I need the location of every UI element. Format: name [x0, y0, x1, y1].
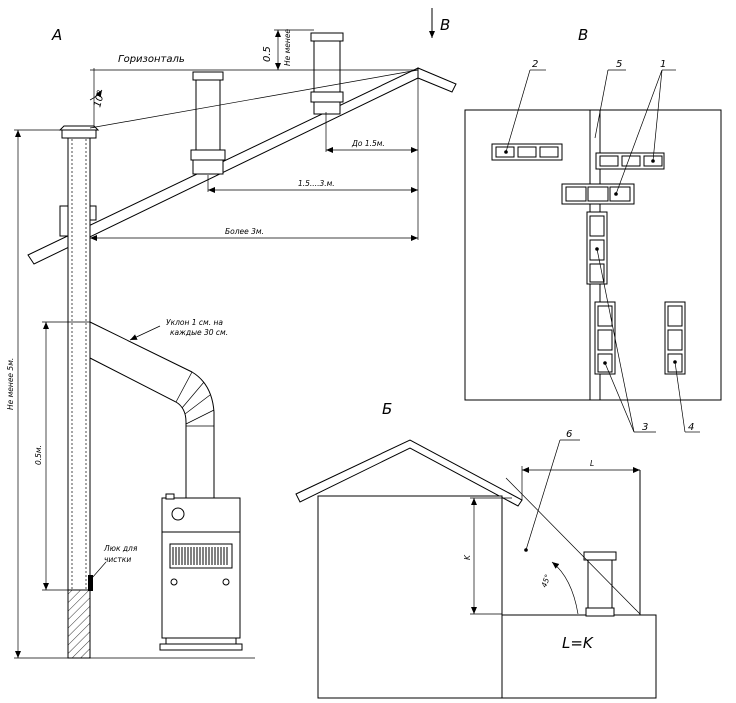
view-a-label: А	[51, 26, 62, 44]
slope-line2: каждые 30 см.	[170, 328, 228, 337]
callout-1: 1	[660, 59, 666, 70]
ten-degree-line	[89, 69, 419, 129]
horizontal-label: Горизонталь	[118, 54, 185, 65]
not-less-label: Не менее	[283, 29, 292, 66]
view-v-label: В	[578, 26, 588, 44]
up-to-label: До 1.5м.	[351, 139, 385, 148]
angle-45-label: 45°	[539, 573, 552, 589]
angle-45-line	[505, 477, 641, 615]
gas-boiler	[159, 493, 243, 651]
callout-2: 2	[532, 59, 538, 70]
callout-3: 3	[642, 422, 648, 433]
boiler-vent-grille	[169, 543, 233, 569]
neighbor-pipe	[583, 551, 617, 617]
chimney-pipe-near	[310, 32, 344, 115]
height-min-label: 0.5	[262, 46, 273, 62]
dim-l-label: L	[590, 459, 594, 468]
height-05-label: 0.5м.	[34, 445, 43, 465]
dim-k-label: K	[463, 554, 472, 560]
callout-4: 4	[688, 422, 694, 433]
view-v-section: В	[464, 26, 722, 433]
view-a-section: Горизонталь 10° 0.5 Не менее В А До 1.5м…	[6, 8, 457, 659]
outlet-group-2	[491, 143, 563, 161]
range-label: 1.5....3.м.	[298, 179, 335, 188]
main-chimney	[58, 125, 100, 659]
cleaning-hatch-icon	[88, 575, 93, 591]
callout-5: 5	[616, 59, 622, 70]
outlet-group-3a	[586, 211, 608, 285]
flue-pipe	[89, 321, 215, 498]
outlet-group-1b	[561, 183, 635, 205]
callout-6: 6	[566, 429, 572, 440]
view-b-section: Б 45° L K 6 L=K	[295, 400, 657, 699]
equation-label: L=K	[562, 634, 594, 652]
angle-label: 10°	[92, 89, 107, 109]
slope-line1: Уклон 1 см. на	[166, 318, 223, 327]
hatch-line1: Люк для	[103, 544, 138, 553]
outlet-group-4	[664, 301, 686, 375]
not-less-5m-label: Не менее 5м.	[6, 358, 15, 410]
view-b-label: Б	[382, 400, 392, 418]
more-than-label: Более 3м.	[225, 227, 264, 236]
chimney-pipe-mid	[190, 71, 226, 175]
view-b-arrow-label: В	[440, 16, 450, 34]
hatch-line2: чистки	[104, 555, 131, 564]
